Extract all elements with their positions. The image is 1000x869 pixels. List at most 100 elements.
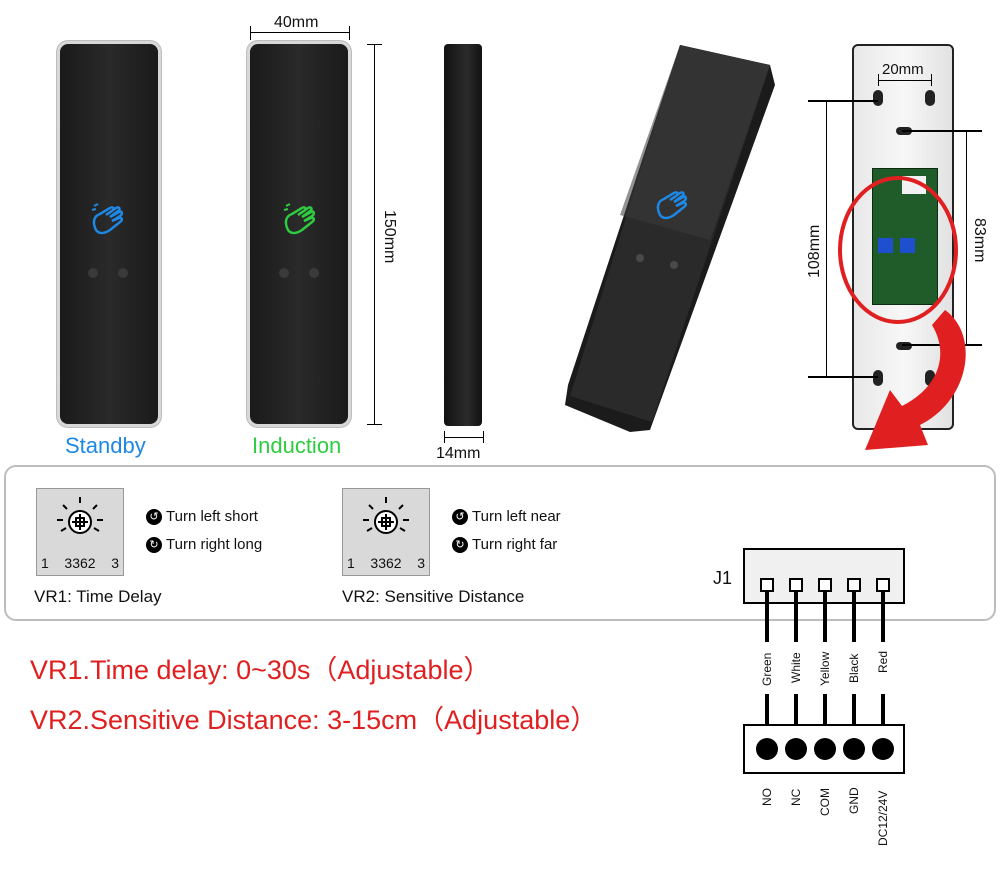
- dial-icon: [363, 497, 409, 534]
- j1-label: J1: [713, 568, 733, 588]
- dial-icon: [57, 497, 103, 534]
- j1-pin: [818, 578, 832, 592]
- dimension-tick: [250, 26, 251, 40]
- j1-pin: [847, 578, 861, 592]
- dimension-20mm-label: 20mm: [882, 61, 924, 78]
- pot-pin-right: 3: [417, 555, 425, 571]
- dimension-tick: [349, 26, 350, 40]
- mount-hole: [873, 370, 883, 386]
- label-standby: Standby: [65, 433, 146, 458]
- device-perspective-view: [565, 45, 775, 432]
- pot-pin-right: 3: [111, 555, 119, 571]
- pot-pin-left: 1: [41, 555, 49, 571]
- dimension-height-label: 150mm: [381, 210, 398, 264]
- rotate-left-icon: ↺: [146, 508, 162, 525]
- dimension-line-20mm: [878, 80, 932, 81]
- wire-label-yellow: Yellow: [818, 651, 832, 686]
- wire-label-green: Green: [760, 652, 774, 686]
- terminal-nc: [785, 738, 807, 760]
- wire-white-lower: [794, 694, 798, 724]
- hand-icon-standby: [91, 203, 124, 235]
- vr2-turn-left: ↺ Turn left near: [452, 508, 561, 525]
- j1-pin: [760, 578, 774, 592]
- terminal-gnd: [843, 738, 865, 760]
- mount-hole: [873, 90, 883, 106]
- wire-yellow-lower: [823, 694, 827, 724]
- terminal-com: [814, 738, 836, 760]
- label-induction: Induction: [252, 433, 342, 458]
- pot-model: 3362: [370, 555, 402, 571]
- dimension-width-label: 40mm: [274, 14, 319, 31]
- vr2-caption: VR2: Sensitive Distance: [342, 587, 525, 606]
- device-induction: [250, 44, 348, 424]
- dimension-tick: [931, 74, 932, 86]
- potentiometer-vr1: 1 3362 3: [36, 488, 124, 576]
- dimension-tick: [444, 431, 445, 443]
- dimension-line-height: [374, 44, 375, 424]
- dimension-line-83mm: [966, 130, 967, 345]
- sensor-dot: [88, 268, 98, 278]
- vr2-turn-right: ↻ Turn right far: [452, 536, 557, 553]
- pot-vr2-on-pcb: [900, 238, 915, 253]
- adjustment-panel: [4, 465, 996, 621]
- vr2-turn-left-text: Turn left near: [472, 508, 561, 525]
- dimension-depth-label: 14mm: [436, 445, 481, 462]
- wire-label-white: White: [789, 652, 803, 683]
- j1-pin: [876, 578, 890, 592]
- vr1-turn-right-text: Turn right long: [166, 536, 263, 553]
- rotate-left-icon: ↺: [452, 508, 468, 525]
- dimension-line-108mm: [826, 100, 827, 377]
- dimension-line-width: [250, 32, 350, 33]
- wire-yellow-upper: [823, 592, 827, 642]
- mount-hole: [896, 342, 912, 350]
- terminal-label-power: DC12/24V: [876, 790, 890, 846]
- hand-icon-perspective: [656, 191, 688, 220]
- mount-hole: [925, 370, 935, 386]
- highlight-arrow: [838, 176, 966, 450]
- device-standby: [60, 44, 158, 424]
- wire-white-upper: [794, 592, 798, 642]
- vr2-turn-right-text: Turn right far: [472, 536, 558, 553]
- pot-model: 3362: [64, 555, 96, 571]
- dimension-tick: [367, 424, 382, 425]
- wire-red-lower: [881, 694, 885, 724]
- wire-green-lower: [765, 694, 769, 724]
- terminal-no: [756, 738, 778, 760]
- pot-pin-left: 1: [347, 555, 355, 571]
- vr1-turn-left: ↺ Turn left short: [146, 508, 258, 525]
- sensor-dot: [279, 268, 289, 278]
- rotate-right-icon: ↻: [146, 536, 162, 553]
- vr1-caption: VR1: Time Delay: [34, 587, 162, 606]
- dimension-tick: [878, 74, 879, 86]
- dimension-tick: [367, 44, 382, 45]
- wire-black-lower: [852, 694, 856, 724]
- device-side-view: [444, 44, 482, 426]
- pot-vr1-on-pcb: [878, 238, 893, 253]
- j1-pin: [789, 578, 803, 592]
- terminal-label-com: COM: [818, 788, 832, 816]
- note-sensitive-distance: VR2.Sensitive Distance: 3-15cm（Adjustabl…: [30, 705, 598, 735]
- sensor-dot: [309, 268, 319, 278]
- mount-hole: [925, 90, 935, 106]
- dimension-leader: [902, 130, 982, 132]
- rotate-right-icon: ↻: [452, 536, 468, 553]
- vr1-turn-right: ↻ Turn right long: [146, 536, 262, 553]
- hand-icon-induction: [283, 203, 316, 235]
- terminal-power: [872, 738, 894, 760]
- dimension-leader: [808, 376, 878, 378]
- wire-black-upper: [852, 592, 856, 642]
- terminal-label-gnd: GND: [847, 787, 861, 814]
- wire-label-red: Red: [876, 650, 890, 673]
- note-time-delay: VR1.Time delay: 0~30s（Adjustable）: [30, 655, 491, 685]
- terminal-label-nc: NC: [789, 788, 803, 806]
- wire-label-black: Black: [847, 653, 861, 683]
- potentiometer-vr2: 1 3362 3: [342, 488, 430, 576]
- sensor-dot: [118, 268, 128, 278]
- dimension-leader: [808, 100, 878, 102]
- terminal-label-no: NO: [760, 788, 774, 806]
- wire-red-upper: [881, 592, 885, 642]
- wire-green-upper: [765, 592, 769, 642]
- vr1-turn-left-text: Turn left short: [166, 508, 258, 525]
- dimension-tick: [483, 431, 484, 443]
- dimension-line-depth: [444, 437, 484, 438]
